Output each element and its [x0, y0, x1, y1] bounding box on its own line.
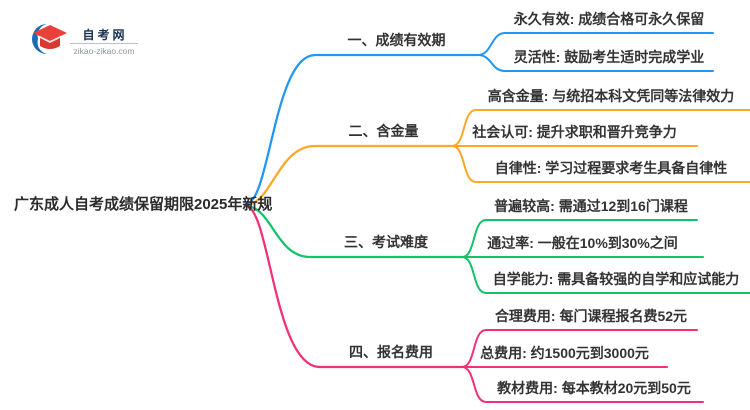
branch-1-trunk-link — [244, 53, 480, 206]
logo-divider — [70, 43, 138, 44]
branch-topic-4: 四、报名费用 — [349, 344, 433, 360]
branch-2-leaf-3-link — [451, 145, 750, 183]
leaf-node-4-1: 合理费用: 每门课程报名费52元 — [494, 308, 688, 324]
branch-4-trunk-link — [244, 204, 464, 369]
branch-3-leaf-3-link — [461, 256, 750, 294]
site-url: zikao-zikao.com — [73, 46, 135, 56]
leaf-node-3-2: 通过率: 一般在10%到30%之间 — [487, 235, 678, 251]
branch-topic-2: 二、含金量 — [348, 123, 419, 139]
leaf-node-4-2: 总费用: 约1500元到3000元 — [480, 345, 649, 361]
branch-2-leaf-1-link — [451, 109, 750, 147]
branch-4-leaf-3-link — [461, 366, 704, 403]
site-logo[interactable]: 自考网 zikao-zikao.com — [30, 22, 140, 56]
root-topic: 广东成人自考成绩保留期限2025年新规 — [14, 196, 273, 213]
graduation-cap-icon — [32, 24, 67, 54]
branch-3-leaf-1-link — [461, 219, 698, 258]
leaf-node-2-2: 社会认可: 提升求职和晋升竞争力 — [472, 124, 677, 140]
leaf-node-2-1: 高含金量: 与统招本科文凭同等法律效力 — [487, 88, 735, 104]
branch-1-leaf-1-link — [477, 32, 714, 56]
branch-topic-1: 一、成绩有效期 — [347, 32, 446, 48]
leaf-node-1-2: 灵活性: 鼓励考生适时完成学业 — [513, 49, 705, 65]
branch-3-trunk-link — [244, 204, 464, 259]
leaf-node-1-1: 永久有效: 成绩合格可永久保留 — [513, 11, 705, 27]
branch-topic-3: 三、考试难度 — [344, 234, 428, 250]
leaf-node-4-3: 教材费用: 每本教材20元到50元 — [497, 380, 691, 396]
leaf-node-3-3: 自学能力: 需具备较强的自学和应试能力 — [492, 271, 740, 287]
leaf-node-3-1: 普遍较高: 需通过12到16门课程 — [494, 198, 688, 214]
branch-2-trunk-link — [244, 144, 454, 207]
branch-1-leaf-2-link — [477, 54, 714, 72]
site-name: 自考网 — [82, 28, 128, 42]
branch-4-leaf-1-link — [461, 329, 698, 368]
leaf-node-2-3: 自律性: 学习过程要求考生具备自律性 — [494, 160, 728, 176]
